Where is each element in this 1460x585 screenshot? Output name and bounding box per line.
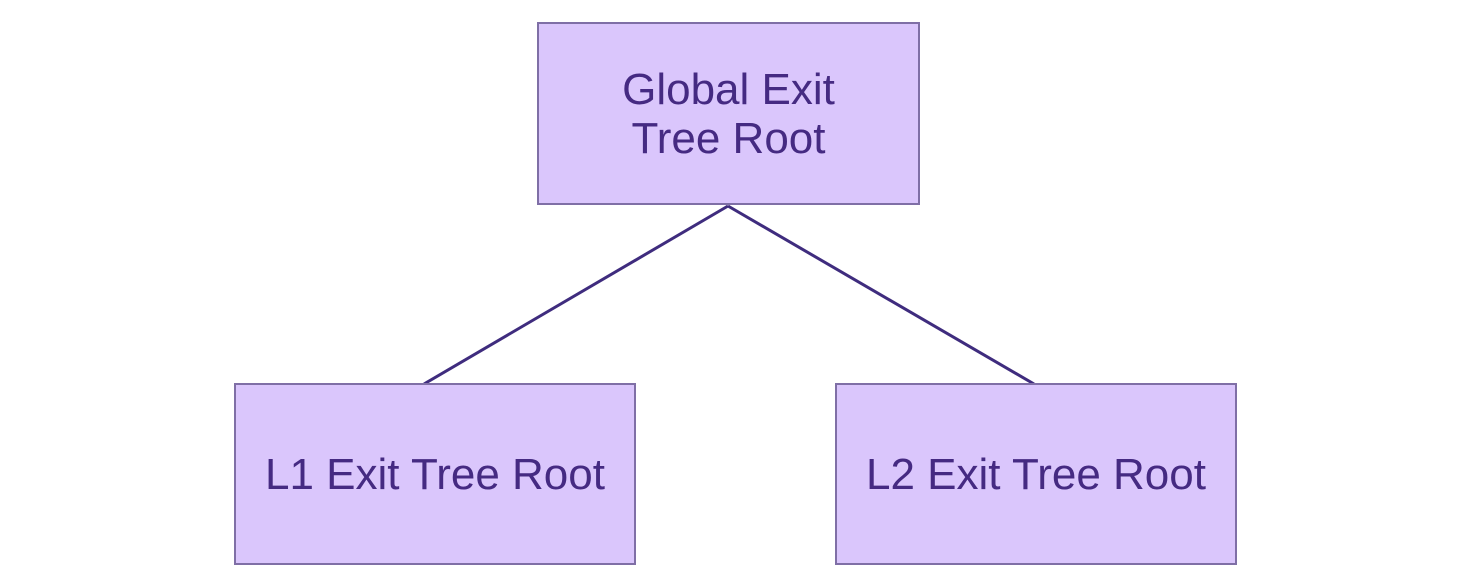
node-label-line-2: Tree Root xyxy=(631,113,826,163)
l2-exit-tree-root-node: L2 Exit Tree Root xyxy=(835,383,1237,565)
node-label: Global Exit Tree Root xyxy=(622,65,835,163)
l1-exit-tree-root-node: L1 Exit Tree Root xyxy=(234,383,636,565)
global-exit-tree-root-node: Global Exit Tree Root xyxy=(537,22,920,205)
node-label: L1 Exit Tree Root xyxy=(265,449,605,499)
node-label: L2 Exit Tree Root xyxy=(866,449,1206,499)
edge-root-to-l2 xyxy=(727,204,1035,386)
node-label-line-1: Global Exit xyxy=(622,64,835,114)
edge-root-to-l1 xyxy=(423,204,729,386)
